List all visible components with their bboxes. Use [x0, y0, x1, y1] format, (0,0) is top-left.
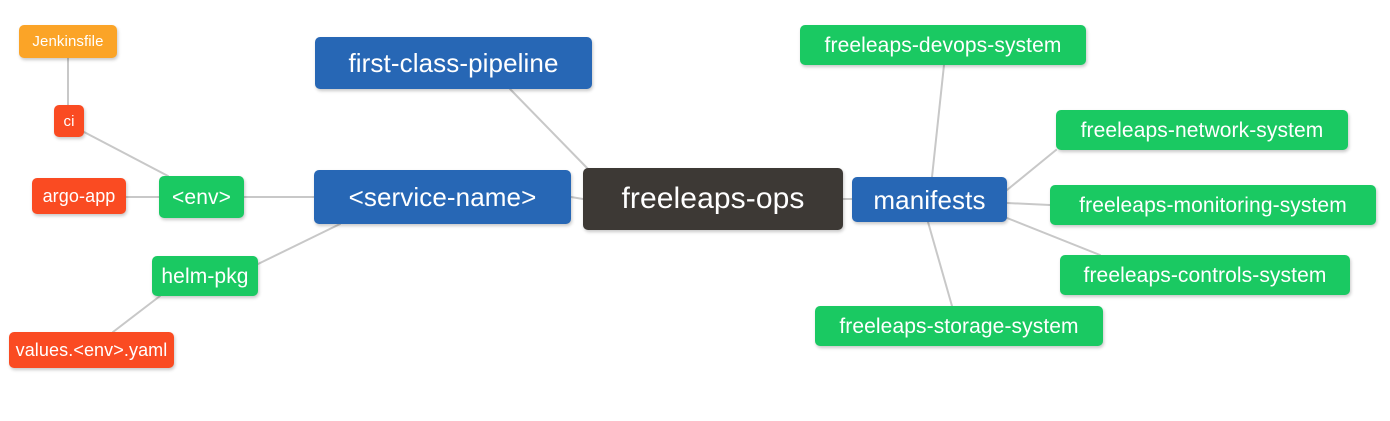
node-manifests[interactable]: manifests [852, 177, 1007, 222]
node-env[interactable]: <env> [159, 176, 244, 218]
edge-manifests-to-freeleaps-monitoring-system [1006, 202, 1051, 206]
node-jenkinsfile[interactable]: Jenkinsfile [19, 25, 117, 58]
edge-manifests-to-freeleaps-devops-system [931, 64, 945, 178]
node-label-freeleaps-ops: freeleaps-ops [621, 182, 805, 215]
edge-manifests-to-freeleaps-network-system [1006, 149, 1057, 191]
edge-helm-pkg-to-values-env-yaml [112, 295, 161, 333]
node-freeleaps-network-system[interactable]: freeleaps-network-system [1056, 110, 1348, 150]
node-freeleaps-monitoring-system[interactable]: freeleaps-monitoring-system [1050, 185, 1376, 225]
node-freeleaps-ops[interactable]: freeleaps-ops [583, 168, 843, 230]
edge-service-name-to-helm-pkg [257, 223, 341, 265]
edge-env-to-ci [83, 131, 169, 177]
node-service-name[interactable]: <service-name> [314, 170, 571, 224]
node-label-freeleaps-controls-system: freeleaps-controls-system [1083, 263, 1327, 287]
node-argo-app[interactable]: argo-app [32, 178, 126, 214]
node-ci[interactable]: ci [54, 105, 84, 137]
node-label-argo-app: argo-app [42, 186, 116, 206]
node-freeleaps-storage-system[interactable]: freeleaps-storage-system [815, 306, 1103, 346]
node-label-service-name: <service-name> [348, 182, 537, 212]
node-label-first-class-pipeline: first-class-pipeline [348, 48, 559, 78]
edge-freeleaps-ops-to-first-class-pipeline [509, 88, 590, 171]
edge-freeleaps-ops-to-service-name [570, 196, 584, 200]
node-first-class-pipeline[interactable]: first-class-pipeline [315, 37, 592, 89]
node-label-manifests: manifests [873, 184, 986, 215]
node-label-freeleaps-network-system: freeleaps-network-system [1080, 118, 1324, 142]
node-label-jenkinsfile: Jenkinsfile [32, 33, 104, 50]
node-label-ci: ci [63, 112, 75, 130]
node-label-env: <env> [172, 185, 231, 209]
node-label-freeleaps-monitoring-system: freeleaps-monitoring-system [1079, 193, 1347, 217]
node-label-freeleaps-storage-system: freeleaps-storage-system [839, 314, 1079, 338]
edge-manifests-to-freeleaps-storage-system [927, 221, 953, 307]
node-label-helm-pkg: helm-pkg [161, 264, 249, 288]
node-values-env-yaml[interactable]: values.<env>.yaml [9, 332, 174, 368]
node-freeleaps-controls-system[interactable]: freeleaps-controls-system [1060, 255, 1350, 295]
node-helm-pkg[interactable]: helm-pkg [152, 256, 258, 296]
node-label-freeleaps-devops-system: freeleaps-devops-system [824, 33, 1062, 57]
node-freeleaps-devops-system[interactable]: freeleaps-devops-system [800, 25, 1086, 65]
node-label-values-env-yaml: values.<env>.yaml [15, 340, 168, 360]
